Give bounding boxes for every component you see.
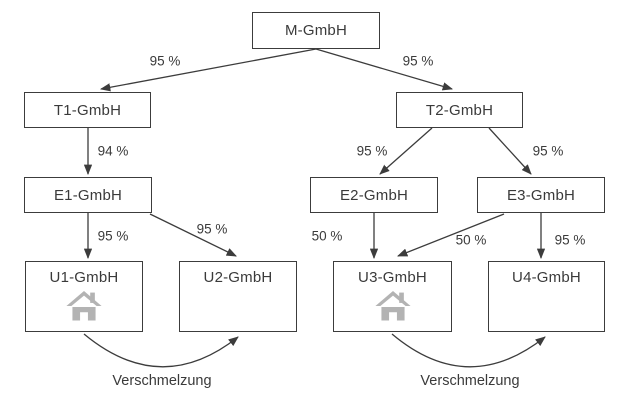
edge-e1-u2-arrow xyxy=(149,213,237,257)
edge-m-t2-arrow xyxy=(315,48,453,91)
node-m-gmbh-label: M-GmbH xyxy=(284,22,348,39)
node-t1-gmbh: T1-GmbH xyxy=(24,92,151,128)
edge-label-e3-u3: 50 % xyxy=(455,232,487,248)
merger-arrow-u1-u2 xyxy=(83,333,239,368)
edge-label-e1-u1: 95 % xyxy=(97,228,129,244)
node-e1-gmbh: E1-GmbH xyxy=(24,177,152,213)
merger-label-u3-u4: Verschmelzung xyxy=(420,373,520,389)
node-u2-gmbh: U2-GmbH xyxy=(179,261,297,332)
node-t2-gmbh: T2-GmbH xyxy=(396,92,523,128)
edge-label-t1-e1: 94 % xyxy=(97,143,129,159)
node-e2-gmbh-label: E2-GmbH xyxy=(339,186,409,204)
edge-e3-u3-arrow xyxy=(397,213,505,257)
edge-label-t2-e2: 95 % xyxy=(356,143,388,159)
node-e3-gmbh-label: E3-GmbH xyxy=(506,186,576,204)
house-icon xyxy=(374,291,411,321)
edge-label-m-t2: 95 % xyxy=(402,53,434,69)
house-icon xyxy=(66,291,102,321)
node-u4-gmbh-label: U4-GmbH xyxy=(512,269,581,286)
edge-label-m-t1: 95 % xyxy=(149,53,181,69)
edge-label-e2-u3: 50 % xyxy=(311,228,343,244)
node-t2-gmbh-label: T2-GmbH xyxy=(425,101,494,119)
merger-arrow-u3-u4 xyxy=(391,333,546,368)
edge-label-e1-u2: 95 % xyxy=(196,221,228,237)
edge-label-t2-e3: 95 % xyxy=(532,143,564,159)
node-u4-gmbh: U4-GmbH xyxy=(488,261,605,332)
node-u3-gmbh: U3-GmbH xyxy=(333,261,452,332)
node-u2-gmbh-label: U2-GmbH xyxy=(203,269,273,286)
node-u3-gmbh-label: U3-GmbH xyxy=(358,269,427,286)
merger-label-u1-u2: Verschmelzung xyxy=(112,373,212,389)
node-e3-gmbh: E3-GmbH xyxy=(477,177,605,213)
node-m-gmbh: M-GmbH xyxy=(252,12,380,49)
edge-t2-e2-arrow xyxy=(379,127,433,175)
node-e1-gmbh-label: E1-GmbH xyxy=(53,186,123,204)
node-t1-gmbh-label: T1-GmbH xyxy=(53,101,122,119)
node-u1-gmbh-label: U1-GmbH xyxy=(49,269,119,286)
node-u1-gmbh: U1-GmbH xyxy=(25,261,143,332)
edge-m-t1-arrow xyxy=(99,48,317,92)
edge-label-e3-u4: 95 % xyxy=(554,232,586,248)
edge-t2-e3-arrow xyxy=(488,127,532,175)
node-e2-gmbh: E2-GmbH xyxy=(310,177,438,213)
